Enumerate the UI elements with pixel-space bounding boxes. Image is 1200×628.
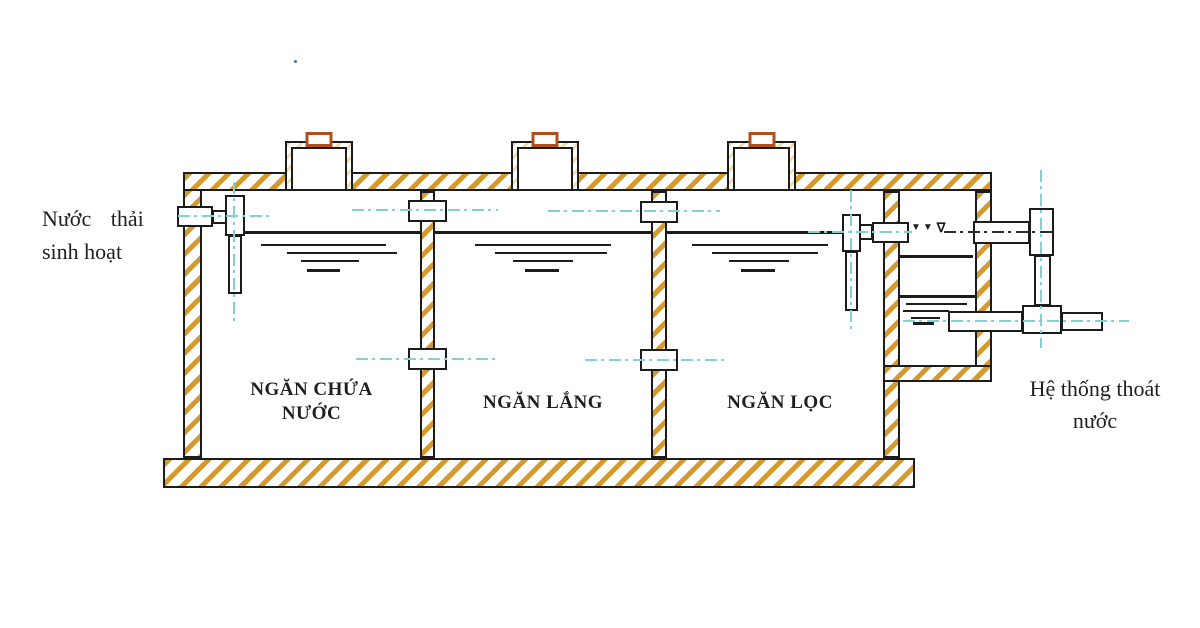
inlet-centerline [178, 215, 270, 217]
chamber3-label: NGĂN LỌC [727, 392, 833, 413]
inlet-vertical-centerline [233, 182, 235, 322]
chamber2-label: NGĂN LẮNG [482, 392, 604, 413]
outlet-label-line2: nước [1072, 408, 1118, 433]
level-triangles: ▼▼ [911, 222, 935, 233]
chamber1-label: NGĂN CHỨA NƯỚC [234, 378, 389, 426]
outlet-centerline-right [944, 231, 1052, 233]
filter-chamber-right-wall [883, 191, 900, 458]
water-surface-chamber-2 [435, 231, 651, 273]
outlet-centerline-left [808, 231, 912, 233]
wall1-top-centerline [352, 209, 498, 211]
wall2-top-pipe-sleeve [640, 201, 678, 223]
outlet-box-internals [898, 255, 975, 325]
divider-wall-1 [420, 191, 435, 458]
bottom-slab [163, 458, 915, 488]
manhole-2 [511, 132, 579, 191]
water-level-marks: ▼▼ ∇ [911, 221, 946, 235]
manhole-2-neck [517, 147, 573, 189]
drain-centerline [903, 320, 1129, 322]
outlet-box-bottom [883, 365, 992, 382]
manhole-3 [727, 132, 796, 191]
divider-wall-2 [651, 191, 667, 458]
manhole-1-neck [291, 147, 347, 189]
right-vertical-centerline [1040, 170, 1042, 348]
inlet-drop-pipe [228, 235, 242, 294]
outlet-box-ledge [900, 255, 973, 258]
left-wall [183, 189, 202, 458]
water-surface-chamber-3 [667, 231, 842, 273]
manhole-3-cap [748, 132, 775, 147]
manhole-1-cap [305, 132, 333, 147]
wall1-bottom-centerline [356, 358, 498, 360]
inlet-label: Nước thải sinh hoạt [42, 202, 144, 268]
manhole-2-cap [531, 132, 559, 147]
chamber1-label-line2: NƯỚC [281, 403, 342, 424]
manhole-3-neck [733, 147, 790, 189]
inlet-label-line2: sinh hoạt [42, 239, 123, 264]
right-drop-pipe [1034, 255, 1051, 306]
speck [294, 60, 297, 63]
outlet-label: Hệ thống thoát nước [1000, 373, 1190, 437]
outlet-label-line1: Hệ thống thoát [1029, 376, 1161, 401]
level-nabla-icon: ∇ [936, 220, 946, 235]
outlet-box-right-wall [975, 191, 992, 382]
wall2-top-centerline [548, 210, 720, 212]
wall1-top-pipe-sleeve [408, 200, 447, 222]
chamber1-label-line1: NGĂN CHỨA [250, 379, 373, 400]
inlet-label-line1: Nước thải [42, 206, 144, 231]
wall2-bottom-centerline [585, 359, 725, 361]
outlet-vertical-centerline [850, 190, 852, 330]
manhole-1 [285, 132, 353, 191]
water-surface-chamber-1 [245, 231, 420, 273]
